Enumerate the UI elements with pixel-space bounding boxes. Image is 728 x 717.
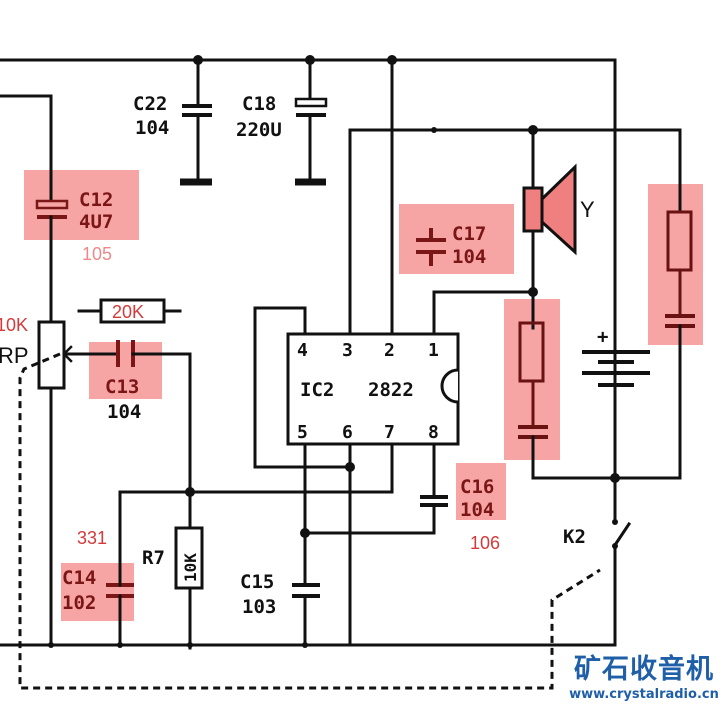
wire-input: [0, 94, 53, 202]
speaker-ref: Y: [580, 197, 595, 222]
ic-ref: IC2: [300, 379, 334, 401]
resistor-20k: [77, 298, 182, 324]
battery: [582, 350, 650, 480]
junction: [300, 528, 310, 538]
c18-value: 220U: [236, 119, 282, 141]
rp-ref: RP: [0, 343, 29, 368]
switch-k2: [0, 476, 632, 647]
c13-ref: C13: [105, 376, 139, 398]
junction: [185, 487, 195, 497]
rp-value: 10K: [0, 315, 28, 335]
capacitor-c22: [180, 58, 212, 186]
ic2-chip: [286, 332, 460, 446]
pin-8: 8: [428, 422, 439, 443]
battery-plus: +: [597, 326, 608, 348]
c17-value: 104: [452, 246, 486, 268]
junction: [431, 127, 437, 133]
rc-network-right: [665, 210, 695, 347]
pin-7: 7: [384, 422, 395, 443]
c16-value: 104: [460, 499, 494, 521]
capacitor-c15: [292, 583, 320, 647]
c12-ref: C12: [79, 189, 113, 211]
pin-6: 6: [342, 422, 353, 443]
ic-part: 2822: [368, 379, 414, 401]
junction: [187, 642, 193, 648]
capacitor-c16: [303, 495, 448, 535]
resistor-r7: [174, 526, 204, 590]
c14-ref: C14: [62, 567, 96, 589]
c15-ref: C15: [240, 571, 274, 593]
c22-value: 104: [135, 117, 169, 139]
pin-4: 4: [297, 340, 308, 361]
c16-ref: C16: [460, 476, 494, 498]
wire-pin1: [432, 290, 535, 336]
capacitor-c17: [416, 228, 446, 266]
highlight-c12: [24, 170, 139, 240]
pin-5: 5: [297, 422, 308, 443]
c16-alt-value: 106: [470, 533, 500, 553]
junction: [48, 642, 54, 648]
highlight-rc-right: [648, 184, 703, 345]
pin-3: 3: [342, 340, 353, 361]
wire-pin4-loop: [253, 306, 352, 469]
junction: [117, 642, 123, 648]
capacitor-c12: [35, 199, 69, 324]
zobel-network-output: [518, 321, 682, 480]
switch-ref: K2: [563, 526, 586, 548]
c17-ref: C17: [452, 223, 486, 245]
ganged-switch-link: [18, 352, 601, 690]
capacitor-c18: [294, 58, 328, 186]
r7-value: 10K: [181, 553, 200, 582]
c12-value: 4U7: [79, 211, 113, 233]
c13-value: 104: [107, 401, 141, 423]
highlight-c16: [456, 463, 506, 520]
wire-pin7: [118, 442, 394, 566]
c15-value: 103: [242, 596, 276, 618]
c14-value: 102: [62, 592, 96, 614]
wire-pin3-output-bus: [348, 128, 682, 336]
junction: [345, 462, 355, 472]
c12-alt-value: 105: [82, 244, 112, 264]
c18-ref: C18: [242, 93, 276, 115]
highlight-c14: [61, 563, 134, 621]
pin-2: 2: [384, 340, 395, 361]
junction: [302, 642, 308, 648]
r20k-value: 20K: [112, 302, 144, 322]
watermark-chinese: 矿石收音机: [574, 654, 714, 685]
capacitor-c14: [106, 562, 134, 647]
highlight-c13: [89, 342, 162, 399]
r7-ref: R7: [142, 547, 165, 569]
c22-ref: C22: [133, 93, 167, 115]
pin-1: 1: [428, 340, 439, 361]
c14-alt-value: 331: [77, 528, 107, 548]
speaker-y: [522, 128, 577, 330]
watermark-url: www.crystalradio.cn: [569, 687, 719, 702]
watermark: 矿石收音机 www.crystalradio.cn: [560, 655, 728, 705]
